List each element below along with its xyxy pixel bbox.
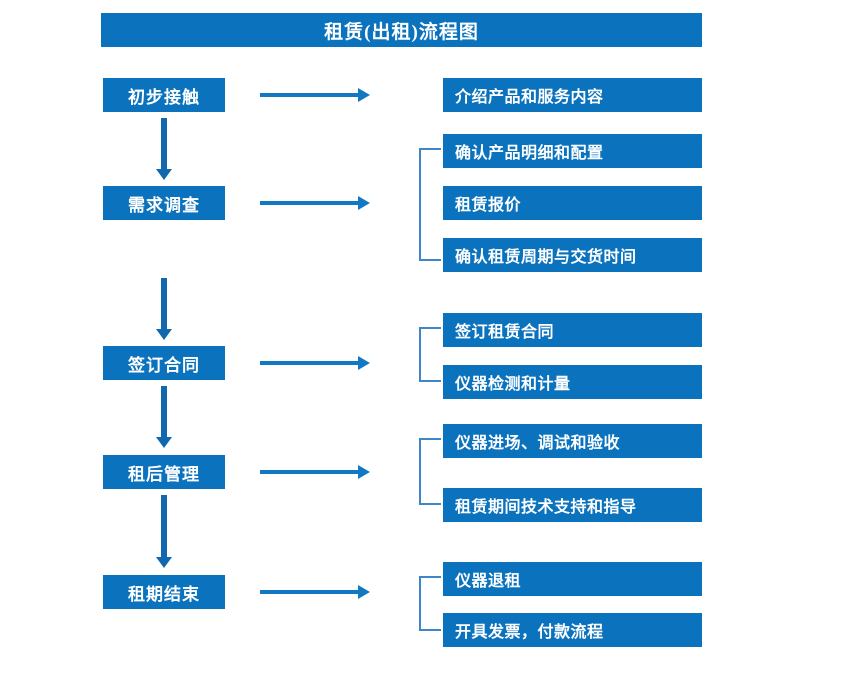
detail-box-5-1[interactable]: 仪器退租 [443, 562, 702, 596]
arrow-down-4 [156, 495, 172, 568]
arrow-right-1 [260, 88, 370, 102]
arrow-head [358, 196, 370, 210]
diagram-title: 租赁(出租)流程图 [101, 13, 702, 47]
arrow-shaft [260, 201, 358, 205]
arrow-shaft [260, 93, 358, 97]
group-bracket-3 [419, 327, 441, 382]
arrow-head [358, 585, 370, 599]
detail-box-2-3[interactable]: 确认租赁周期与交货时间 [443, 238, 702, 272]
detail-box-4-1[interactable]: 仪器进场、调试和验收 [443, 424, 702, 458]
stage-box-1[interactable]: 初步接触 [103, 78, 225, 112]
detail-box-1-1[interactable]: 介绍产品和服务内容 [443, 78, 702, 112]
arrow-head [358, 356, 370, 370]
arrow-head [156, 557, 172, 568]
arrow-right-3 [260, 356, 370, 370]
arrow-shaft [260, 361, 358, 365]
arrow-down-2 [156, 278, 172, 340]
group-bracket-2 [419, 148, 441, 261]
arrow-shaft [161, 386, 167, 437]
arrow-down-1 [156, 118, 172, 180]
arrow-shaft [260, 590, 358, 594]
arrow-shaft [161, 495, 167, 557]
group-bracket-5 [419, 576, 441, 631]
stage-box-3[interactable]: 签订合同 [103, 346, 225, 380]
stage-box-5[interactable]: 租期结束 [103, 575, 225, 609]
stage-box-2[interactable]: 需求调查 [103, 186, 225, 220]
arrow-right-2 [260, 196, 370, 210]
arrow-right-5 [260, 585, 370, 599]
arrow-head [358, 88, 370, 102]
detail-box-2-1[interactable]: 确认产品明细和配置 [443, 134, 702, 168]
group-bracket-4 [419, 438, 441, 505]
detail-box-4-2[interactable]: 租赁期间技术支持和指导 [443, 488, 702, 522]
detail-box-3-2[interactable]: 仪器检测和计量 [443, 365, 702, 399]
arrow-head [156, 329, 172, 340]
arrow-right-4 [260, 465, 370, 479]
arrow-head [156, 169, 172, 180]
arrow-shaft [161, 118, 167, 169]
arrow-shaft [260, 470, 358, 474]
detail-box-2-2[interactable]: 租赁报价 [443, 186, 702, 220]
arrow-shaft [161, 278, 167, 329]
detail-box-5-2[interactable]: 开具发票，付款流程 [443, 613, 702, 647]
arrow-head [358, 465, 370, 479]
arrow-head [156, 437, 172, 448]
arrow-down-3 [156, 386, 172, 448]
detail-box-3-1[interactable]: 签订租赁合同 [443, 313, 702, 347]
stage-box-4[interactable]: 租后管理 [103, 455, 225, 489]
